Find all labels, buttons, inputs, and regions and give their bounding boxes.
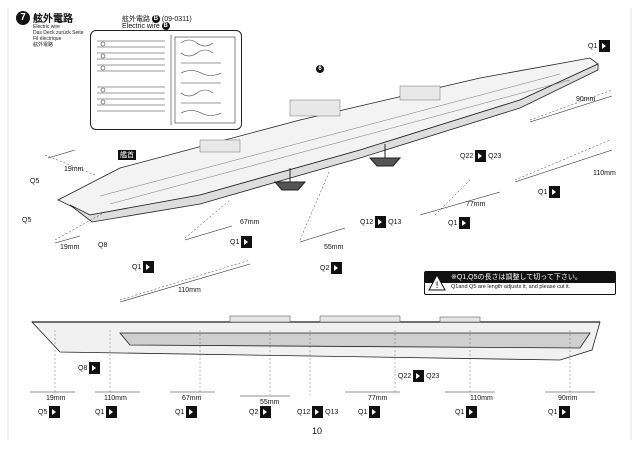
- part-q22-q23-side: Q22 Q23: [398, 370, 439, 382]
- part-box-icon: [49, 406, 61, 418]
- part-q1-e: Q1: [588, 40, 611, 52]
- len-110-right: 110mm: [593, 170, 616, 177]
- part-box-icon: [312, 406, 324, 418]
- part-q1-bottom-e: Q1: [548, 406, 571, 418]
- part-box-icon: [549, 186, 561, 198]
- subtitle-4: 舷外電路: [33, 42, 54, 48]
- note-en: Q1and Q5 are length adjusts it, and plea…: [451, 284, 571, 290]
- part-q22-q23-top: Q22 Q23: [460, 150, 501, 162]
- len-55: 55mm: [324, 244, 344, 251]
- len-19-bottom: 19mm: [46, 395, 66, 402]
- part-box-icon: [459, 217, 471, 229]
- len-110-bottom-a: 110mm: [104, 395, 127, 402]
- page-number: 10: [312, 426, 323, 436]
- side-hull: [31, 321, 601, 361]
- warning-icon: !: [428, 274, 446, 291]
- parts-sheet-svg: [97, 35, 236, 125]
- part-q8-side: Q8: [78, 362, 101, 374]
- part-q5-bottom: Q5: [38, 406, 61, 418]
- subtitle-3: Fil électrique: [33, 36, 62, 42]
- len-67-bottom: 67mm: [182, 395, 202, 402]
- len-90-bottom: 90mm: [558, 395, 578, 402]
- step-title: 舷外電路: [33, 14, 73, 25]
- part-letter-badge: B: [151, 15, 160, 24]
- isometric-hull: [57, 57, 599, 223]
- part-box-icon: [106, 406, 118, 418]
- wire-label-en: Electric wire: [122, 22, 160, 30]
- part-q1-c: Q1: [448, 217, 471, 229]
- part-q1-d: Q1: [538, 186, 561, 198]
- part-q1-bottom-b: Q1: [175, 406, 198, 418]
- part-box-icon: [143, 261, 155, 273]
- part-q5-top: Q5: [30, 178, 40, 185]
- subtitle-2: Das Deck zurück Seite: [33, 30, 84, 36]
- part-q1-bottom-a: Q1: [95, 406, 118, 418]
- part-box-icon: [186, 406, 198, 418]
- part-box-icon: [260, 406, 272, 418]
- wire-code: (09-0311): [161, 16, 192, 23]
- part-q2-top: Q2: [320, 262, 343, 274]
- subtitle-1: Electric wire: [33, 24, 60, 30]
- part-q1-b: Q1: [230, 236, 253, 248]
- wire-title-jp: 舷外電路 B (09-0311): [122, 14, 192, 24]
- part-box-icon: [89, 362, 101, 374]
- len-110-bottom-b: 110mm: [470, 395, 493, 402]
- part-q8-top: Q8: [98, 242, 108, 249]
- len-110-left: 110mm: [178, 287, 201, 294]
- part-box-icon: [475, 150, 487, 162]
- part-box-icon: [241, 236, 253, 248]
- part-q12-q13-top: Q12 Q13: [360, 216, 401, 228]
- wire-title-en: Electric wire B: [122, 22, 170, 30]
- len-77: 77mm: [466, 201, 486, 208]
- len-19-top: 19mm: [64, 166, 84, 173]
- part-q12-q13-bottom: Q12 Q13: [297, 406, 338, 418]
- part-q2-bottom: Q2: [249, 406, 272, 418]
- len-55-bottom: 55mm: [260, 399, 280, 406]
- part-6-badge: 6: [316, 65, 324, 73]
- len-90: 90mm: [576, 96, 596, 103]
- part-q5-mid: Q5: [22, 217, 32, 224]
- part-box-icon: [369, 406, 381, 418]
- part-box-icon: [466, 406, 478, 418]
- part-box-icon: [559, 406, 571, 418]
- step-number-badge: 7: [16, 11, 30, 25]
- part-q1-bottom-c: Q1: [358, 406, 381, 418]
- len-67: 67mm: [240, 219, 260, 226]
- parts-sheet-diagram: [90, 30, 242, 130]
- part-letter-badge-2: B: [161, 22, 170, 30]
- len-19-mid: 19mm: [60, 244, 80, 251]
- bow-callout: 艦首: [118, 150, 136, 160]
- svg-text:!: !: [435, 281, 439, 291]
- part-q1-a: Q1: [132, 261, 155, 273]
- note-jp: ※Q1,Q5の長さは調整して切って下さい。: [425, 272, 615, 283]
- part-box-icon: [375, 216, 387, 228]
- cut-length-note: ※Q1,Q5の長さは調整して切って下さい。 Q1and Q5 are lengt…: [424, 271, 616, 295]
- part-box-icon: [331, 262, 343, 274]
- len-77-bottom: 77mm: [368, 395, 388, 402]
- part-q1-bottom-d: Q1: [455, 406, 478, 418]
- part-box-icon: [413, 370, 425, 382]
- part-box-icon: [599, 40, 611, 52]
- wire-label-jp: 舷外電路: [122, 16, 150, 23]
